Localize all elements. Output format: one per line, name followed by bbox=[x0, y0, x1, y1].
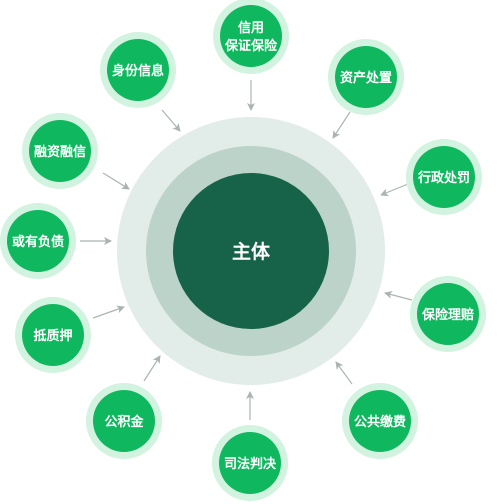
center-label: 主体 bbox=[232, 240, 271, 263]
core-circle bbox=[173, 173, 329, 329]
node-circle bbox=[220, 5, 282, 67]
node-circle bbox=[93, 390, 155, 452]
node-circle bbox=[219, 432, 281, 494]
node-label: 行政处罚 bbox=[417, 170, 470, 186]
node-label: 或有负债 bbox=[12, 234, 64, 250]
node-label: 身份信息 bbox=[112, 63, 164, 79]
arrow-pledge bbox=[92, 305, 125, 319]
arrows-layer bbox=[80, 80, 413, 420]
node-circle bbox=[335, 46, 397, 108]
node-public-payment: 公共缴费 bbox=[342, 383, 418, 459]
arrow-financing-credit bbox=[102, 172, 130, 190]
arrow-admin-penalty bbox=[380, 183, 409, 197]
node-circle bbox=[417, 283, 479, 345]
node-contingent-liability: 或有负债 bbox=[0, 203, 76, 279]
arrow-insurance-claim bbox=[384, 290, 413, 301]
node-admin-penalty: 行政处罚 bbox=[406, 139, 482, 215]
node-label: 信用 bbox=[238, 20, 264, 36]
node-label: 公积金 bbox=[104, 414, 144, 430]
arrow-provident-fund bbox=[143, 355, 161, 382]
node-insurance-claim: 保险理赔 bbox=[410, 276, 486, 352]
node-label: 保证保险 bbox=[224, 38, 278, 54]
node-judicial-ruling: 司法判决 bbox=[212, 425, 288, 501]
node-label: 保险理赔 bbox=[421, 307, 474, 323]
node-label: 司法判决 bbox=[224, 456, 277, 472]
node-provident-fund: 公积金 bbox=[86, 383, 162, 459]
arrow-public-payment bbox=[335, 361, 353, 385]
node-circle bbox=[349, 390, 411, 452]
center-entity: 主体 bbox=[117, 117, 385, 385]
arrow-asset-disposal bbox=[332, 111, 351, 139]
node-financing-credit: 融资融信 bbox=[22, 113, 98, 189]
node-circle bbox=[107, 39, 169, 101]
arrow-identity-info bbox=[161, 109, 181, 132]
node-asset-disposal: 资产处置 bbox=[328, 39, 404, 115]
node-label: 资产处置 bbox=[340, 70, 392, 86]
node-pledge: 抵质押 bbox=[15, 297, 91, 373]
node-label: 融资融信 bbox=[34, 144, 86, 160]
node-circle bbox=[22, 304, 84, 366]
node-label: 公共缴费 bbox=[354, 414, 406, 430]
node-circle bbox=[413, 146, 475, 208]
node-circle bbox=[7, 210, 69, 272]
node-circle bbox=[29, 120, 91, 182]
node-label: 抵质押 bbox=[33, 328, 72, 344]
node-identity-info: 身份信息 bbox=[100, 32, 176, 108]
